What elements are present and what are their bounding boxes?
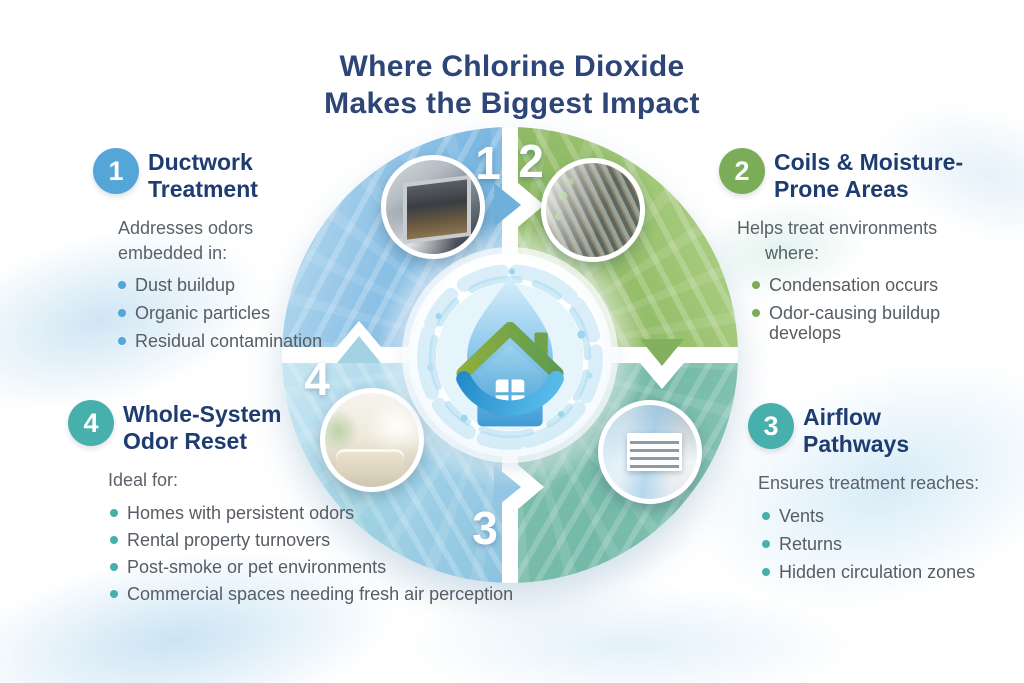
section-1-intro: Addresses odors embedded in: (118, 216, 403, 266)
section-2-intro-line1: Helps treat environments (737, 218, 938, 238)
number-badge-2: 2 (719, 148, 765, 194)
section-3-title-line2: Pathways (803, 431, 910, 457)
section-4-intro-line1: Ideal for: (108, 470, 179, 490)
section-3-title-line1: Airflow (803, 404, 881, 430)
number-badge-1: 1 (93, 148, 139, 194)
list-item: Residual contamination (118, 331, 403, 351)
chevron-down-icon (640, 339, 684, 366)
number-badge-4: 4 (68, 400, 114, 446)
wheel-number-3: 3 (472, 502, 498, 554)
section-1-title-line1: Ductwork (148, 149, 253, 175)
section-3-bullets: Vents Returns Hidden circulation zones (762, 506, 1024, 582)
section-4-title-line1: Whole-System (123, 401, 282, 427)
section-4-intro: Ideal for: (108, 468, 538, 493)
section-4-header: 4 Whole-System Odor Reset (68, 400, 538, 455)
section-2-intro-line2: where: (765, 243, 820, 263)
section-2-intro: Helps treat environments where: (737, 216, 1019, 266)
section-coils-moisture: 2 Coils & Moisture- Prone Areas Helps tr… (719, 148, 1019, 351)
coils-photo (541, 158, 645, 262)
section-ductwork-treatment: 1 Ductwork Treatment Addresses odors emb… (93, 148, 403, 359)
section-1-bullets: Dust buildup Organic particles Residual … (118, 275, 403, 351)
chevron-down-icon (640, 363, 684, 389)
list-item: Vents (762, 506, 1024, 526)
section-1-intro-line1: Addresses odors (118, 218, 254, 238)
section-1-title: Ductwork Treatment (148, 148, 258, 203)
list-item: Rental property turnovers (110, 530, 538, 550)
list-item: Homes with persistent odors (110, 503, 538, 523)
section-2-title-line2: Prone Areas (774, 176, 909, 202)
list-item: Odor-causing buildup develops (752, 303, 974, 343)
vent-slats (627, 433, 683, 472)
list-item: Hidden circulation zones (762, 562, 1024, 582)
chevron-right-icon (518, 183, 544, 227)
list-item: Dust buildup (118, 275, 403, 295)
section-2-header: 2 Coils & Moisture- Prone Areas (719, 148, 1019, 203)
page-title-line2: Makes the Biggest Impact (324, 87, 700, 121)
wheel-number-4: 4 (304, 353, 330, 405)
list-item: Condensation occurs (752, 275, 974, 295)
number-badge-3: 3 (748, 403, 794, 449)
air-vent-photo (598, 400, 702, 504)
section-4-title: Whole-System Odor Reset (123, 400, 281, 455)
ductwork-photo (381, 155, 485, 259)
section-3-header: 3 Airflow Pathways (748, 403, 1024, 458)
chevron-up-icon (337, 336, 381, 363)
section-3-title: Airflow Pathways (803, 403, 909, 458)
center-hub (408, 253, 612, 457)
duct-opening (402, 174, 472, 244)
section-3-intro-line1: Ensures treatment reaches: (758, 473, 980, 493)
list-item: Post-smoke or pet environments (110, 557, 538, 577)
section-4-title-line2: Odor Reset (123, 428, 247, 454)
quadrant-wheel: 1 2 3 4 (282, 127, 738, 583)
section-2-bullets: Condensation occurs Odor-causing buildup… (752, 275, 1019, 343)
chevron-right-icon (494, 183, 521, 227)
section-3-intro: Ensures treatment reaches: (758, 471, 1024, 496)
list-item: Organic particles (118, 303, 403, 323)
section-airflow-pathways: 3 Airflow Pathways Ensures treatment rea… (748, 403, 1024, 590)
section-whole-system-odor-reset: 4 Whole-System Odor Reset Ideal for: Hom… (68, 400, 538, 611)
wheel-number-1: 1 (475, 137, 501, 189)
list-item: Commercial spaces needing fresh air perc… (110, 584, 538, 604)
page-title-line1: Where Chlorine Dioxide (339, 50, 685, 84)
living-room-photo (320, 388, 424, 492)
list-item: Returns (762, 534, 1024, 554)
section-4-bullets: Homes with persistent odors Rental prope… (110, 503, 538, 604)
section-2-title: Coils & Moisture- Prone Areas (774, 148, 963, 203)
section-1-intro-line2: embedded in: (118, 243, 228, 263)
water-drop-house-logo (417, 264, 603, 450)
section-1-title-line2: Treatment (148, 176, 258, 202)
section-2-title-line1: Coils & Moisture- (774, 149, 964, 175)
page-title: Where Chlorine Dioxide Makes the Biggest… (0, 48, 1024, 122)
wheel-number-2: 2 (518, 135, 544, 187)
section-1-header: 1 Ductwork Treatment (93, 148, 403, 203)
sofa-shape (336, 449, 404, 478)
